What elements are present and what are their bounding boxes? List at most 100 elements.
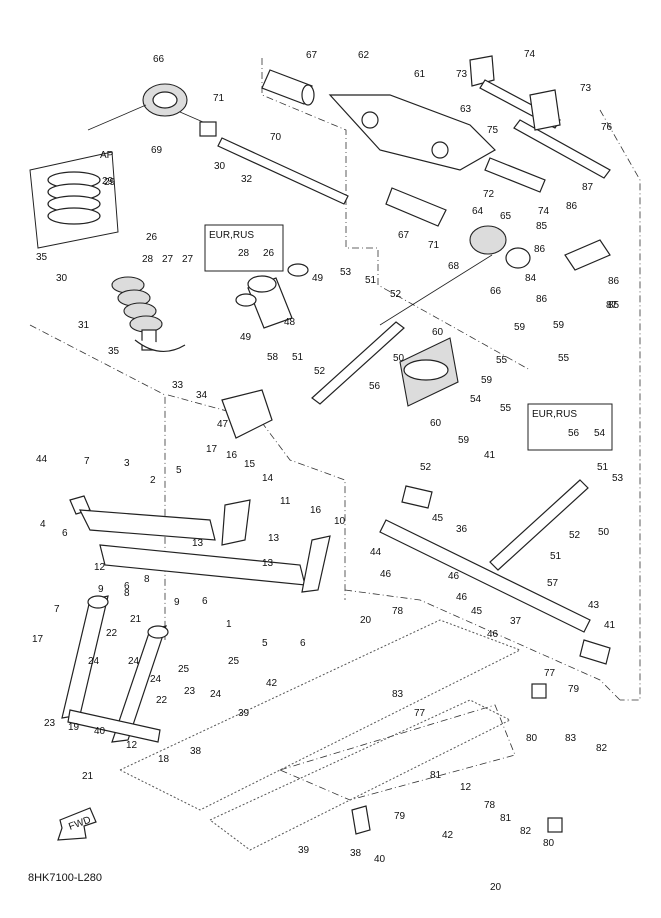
callout-78: 78 [392, 606, 404, 617]
bracket-73-right [529, 89, 561, 131]
fwd-arrow: FWD [57, 807, 97, 841]
callout-20: 20 [360, 615, 372, 626]
ap-box-label: AP [100, 150, 114, 161]
callout-74: 74 [538, 206, 550, 217]
callout-44: 44 [36, 454, 48, 465]
callout-45: 45 [471, 606, 483, 617]
callout-50: 50 [598, 527, 610, 538]
callout-66: 66 [490, 286, 502, 297]
callout-7: 7 [84, 456, 90, 467]
callout-22: 22 [106, 628, 118, 639]
collar-41-lower [579, 639, 611, 665]
clamp-49-left [235, 293, 257, 307]
callout-43: 43 [588, 600, 600, 611]
callout-71: 71 [213, 93, 225, 104]
callout-86: 86 [534, 244, 546, 255]
callout-41: 41 [604, 620, 616, 631]
callout-10: 10 [334, 516, 346, 527]
eur-rus-right-callout-54: 54 [594, 428, 606, 439]
callout-52: 52 [569, 530, 581, 541]
callout-79: 79 [394, 811, 406, 822]
callout-17: 17 [206, 444, 218, 455]
callout-16: 16 [226, 450, 238, 461]
shaft-70 [217, 137, 349, 205]
callout-46: 46 [487, 629, 499, 640]
callout-49: 49 [312, 273, 324, 284]
callout-73: 73 [580, 83, 592, 94]
callout-24: 24 [128, 656, 140, 667]
callout-59: 59 [553, 320, 565, 331]
callout-64: 64 [472, 206, 484, 217]
callout-41: 41 [484, 450, 496, 461]
callout-85: 85 [608, 300, 620, 311]
callout-2: 2 [150, 475, 156, 486]
callout-21: 21 [130, 614, 142, 625]
callout-83: 83 [565, 733, 577, 744]
callout-29: 29 [102, 176, 114, 187]
callout-80: 80 [543, 838, 555, 849]
callout-23: 23 [184, 686, 196, 697]
callout-5: 5 [176, 465, 182, 476]
arm-22-front [61, 595, 109, 719]
callout-32: 32 [241, 174, 253, 185]
clamp-49-right [287, 263, 309, 277]
callout-30: 30 [56, 273, 68, 284]
callout-77: 77 [544, 668, 556, 679]
callout-40: 40 [94, 726, 106, 737]
collar-41-upper [401, 485, 433, 509]
callout-53: 53 [612, 473, 624, 484]
callout-71: 71 [428, 240, 440, 251]
callout-46: 46 [448, 571, 460, 582]
callout-24: 24 [210, 689, 222, 700]
callout-55: 55 [496, 355, 508, 366]
ap-box: AP 29 [100, 150, 116, 188]
callout-59: 59 [481, 375, 493, 386]
callout-52: 52 [420, 462, 432, 473]
callout-26: 26 [146, 232, 158, 243]
callout-70: 70 [270, 132, 282, 143]
callout-55: 55 [500, 403, 512, 414]
callout-85: 85 [536, 221, 548, 232]
callout-82: 82 [596, 743, 608, 754]
shaft-18 [67, 709, 161, 743]
callout-54: 54 [470, 394, 482, 405]
callout-81: 81 [500, 813, 512, 824]
callout-19: 19 [68, 722, 80, 733]
spring-29-ap-box [29, 151, 119, 249]
callout-27: 27 [182, 254, 194, 265]
callout-13: 13 [268, 533, 280, 544]
collar-71 [199, 121, 217, 137]
callout-51: 51 [292, 352, 304, 363]
callout-51: 51 [365, 275, 377, 286]
callout-13: 13 [262, 558, 274, 569]
collar-67-mid [385, 187, 447, 227]
arm-22-rear [111, 625, 169, 743]
callout-52: 52 [390, 289, 402, 300]
callout-46: 46 [380, 569, 392, 580]
callout-33: 33 [172, 380, 184, 391]
callout-37: 37 [510, 616, 522, 627]
callout-46: 46 [456, 592, 468, 603]
callout-84: 84 [525, 273, 537, 284]
callout-79: 79 [568, 684, 580, 695]
callout-35: 35 [36, 252, 48, 263]
callout-7: 7 [54, 604, 60, 615]
callout-47: 47 [217, 419, 229, 430]
shaft-5 [69, 495, 91, 515]
callout-6: 6 [300, 638, 306, 649]
callout-16: 16 [310, 505, 322, 516]
callout-58: 58 [267, 352, 279, 363]
assembly-boundary-lines [29, 58, 641, 801]
callout-25: 25 [228, 656, 240, 667]
eur-rus-top-callout-28: 28 [238, 248, 250, 259]
eur-rus-right-label: EUR,RUS [532, 409, 577, 420]
callout-28: 28 [142, 254, 154, 265]
callout-8: 8 [124, 588, 130, 599]
callout-6: 6 [202, 596, 208, 607]
arm-63 [328, 94, 496, 171]
callout-17: 17 [32, 634, 44, 645]
callout-81: 81 [430, 770, 442, 781]
